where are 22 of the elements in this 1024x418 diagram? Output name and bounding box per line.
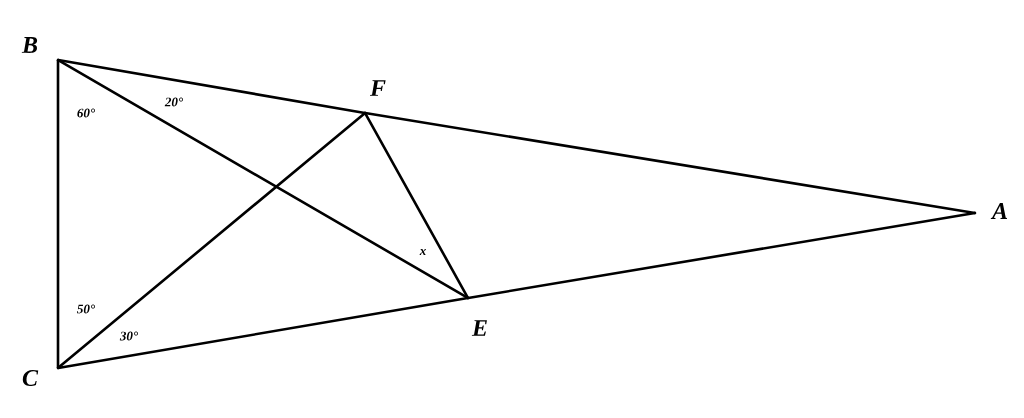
node-label: E <box>471 320 487 336</box>
line-segment <box>56 58 470 300</box>
vertex-point: E <box>466 296 487 336</box>
node-label: A <box>990 203 1008 219</box>
node-label: F <box>369 80 386 96</box>
angle-label: x <box>419 249 426 255</box>
angle-label: 50° <box>77 304 95 314</box>
vertex-point: A <box>973 203 1008 219</box>
angle-label: 30° <box>119 331 138 341</box>
vertex-point: B <box>21 37 60 62</box>
line-segment <box>56 111 367 370</box>
line-segment <box>56 58 60 370</box>
node-label: C <box>22 369 39 387</box>
line-segment <box>363 111 977 215</box>
vertex-point: F <box>363 80 386 115</box>
node-label: B <box>21 37 38 53</box>
line-segment <box>466 211 977 300</box>
line-segment <box>56 296 470 370</box>
angle-label: 60° <box>77 108 95 118</box>
line-segment <box>363 111 470 300</box>
vertex-point: C <box>22 366 60 387</box>
angle-label: 20° <box>164 97 183 107</box>
